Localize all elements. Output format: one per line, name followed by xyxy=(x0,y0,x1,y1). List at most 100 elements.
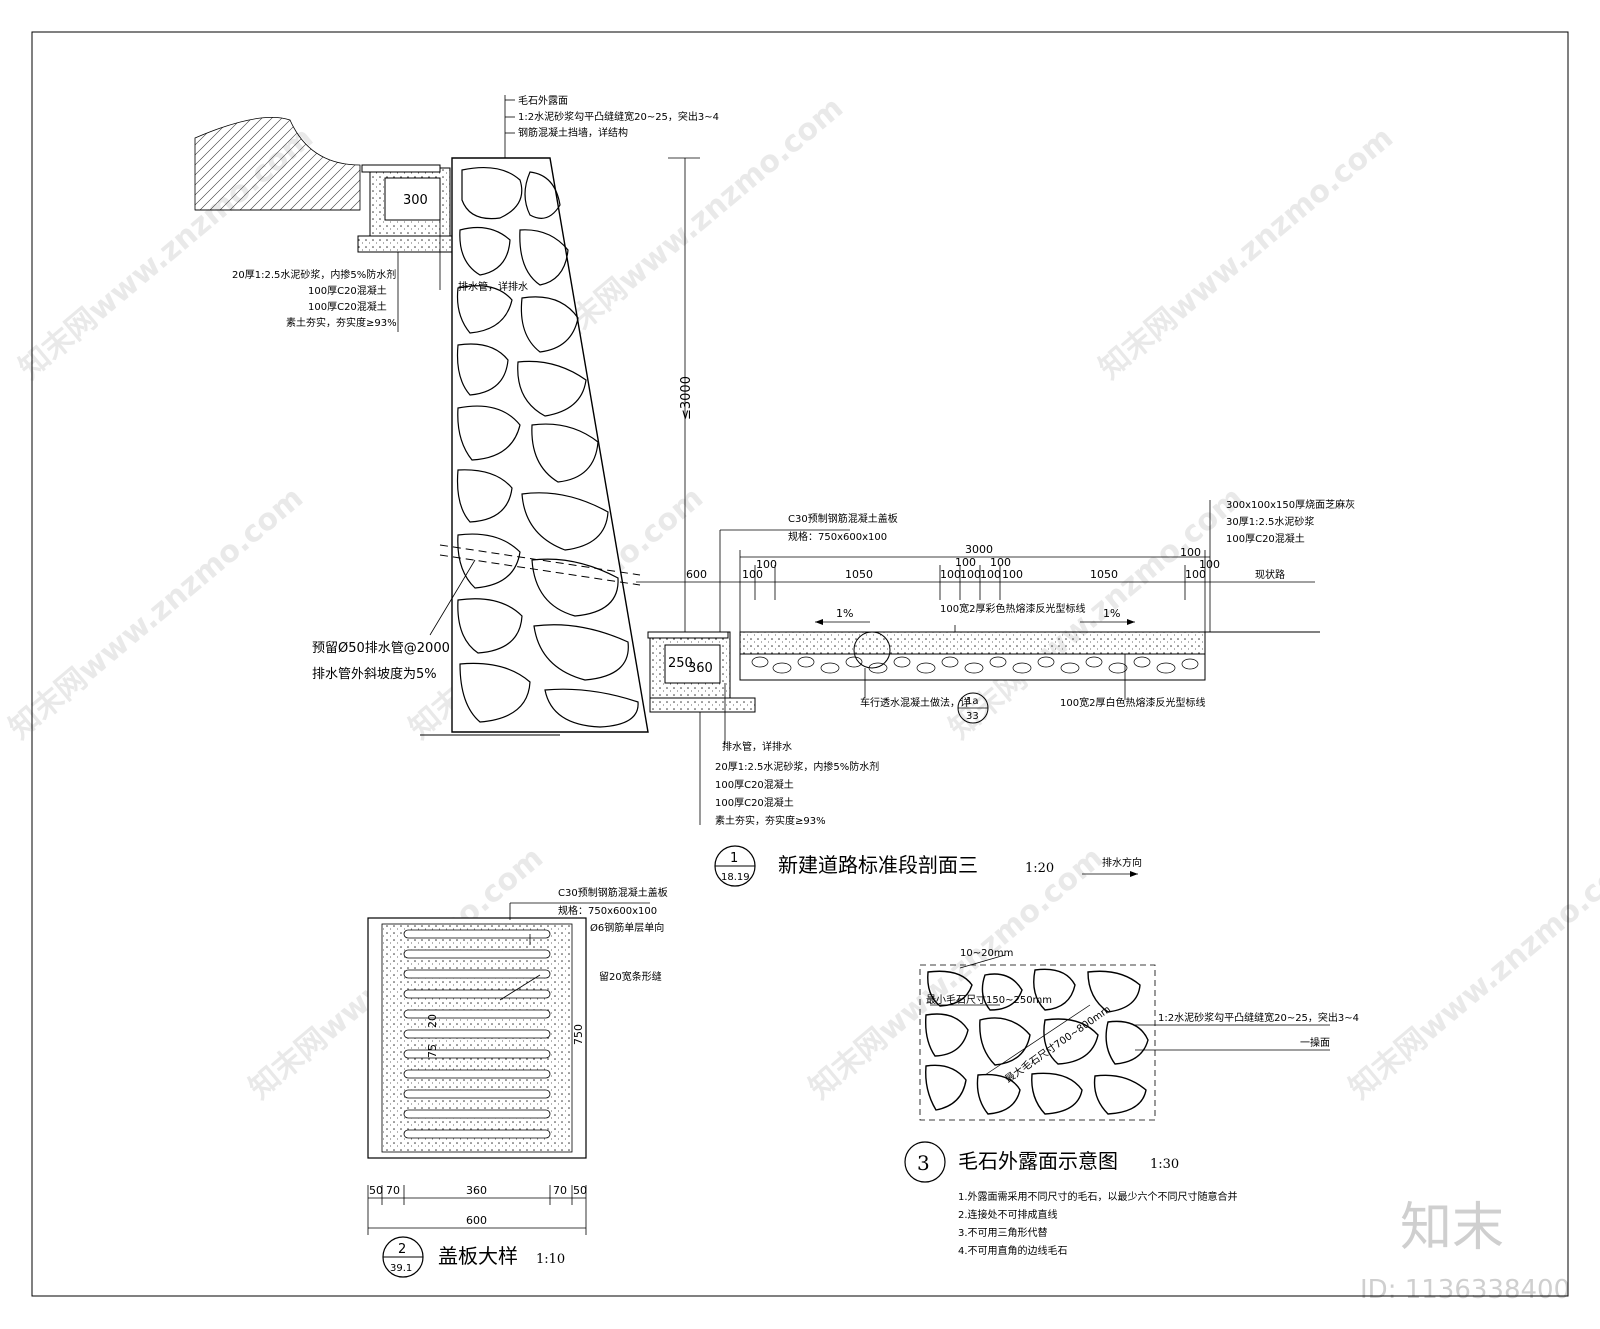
rubble-note-4: 4.不可用直角的边线毛石 xyxy=(958,1244,1068,1257)
left-layer-3: 100厚C20混凝土 xyxy=(308,300,387,313)
right-note-1: 300x100x150厚烧面芝麻灰 xyxy=(1226,498,1355,511)
cover-note-2: 规格：750x600x100 xyxy=(788,530,887,543)
section-1-number: 1 xyxy=(730,851,738,866)
slope-right: 1% xyxy=(1103,607,1120,620)
bottom-pipe-note: 排水管，详排水 xyxy=(722,740,792,753)
section-3-number: 3 xyxy=(917,1151,930,1175)
plate-dim-bottom-3: 360 xyxy=(466,1184,487,1197)
dim-upper-3: 100 xyxy=(990,556,1011,569)
section-2-title: 2 39.1 盖板大样 1:10 xyxy=(382,1236,565,1278)
drain-pipe-note-1: 预留Ø50排水管@2000 xyxy=(312,641,450,656)
drain-direction-label: 排水方向 xyxy=(1102,856,1142,869)
bottom-layer-4: 素土夯实，夯实度≥93% xyxy=(715,814,826,827)
pavement-note: 车行透水混凝土做法，详 xyxy=(860,696,970,709)
left-pipe-note: 排水管，详排水 xyxy=(458,280,528,293)
bottom-layer-1: 20厚1:2.5水泥砂浆，内掺5%防水剂 xyxy=(715,760,879,773)
drain-pipe-note-2: 排水管外斜坡度为5% xyxy=(312,666,437,682)
dim-row-4: 100 xyxy=(960,568,981,581)
image-id-text: ID: 1136338400 xyxy=(1360,1275,1570,1305)
rubble-joint-dim: 10~20mm xyxy=(960,948,1013,959)
dim-row-3: 100 xyxy=(940,568,961,581)
slope-left: 1% xyxy=(836,607,853,620)
dim-row-7: 1050 xyxy=(1090,568,1118,581)
detail-ref-top: 1a xyxy=(966,696,979,707)
rubble-stone-wall xyxy=(420,157,649,736)
height-dim-label: ≤3000 xyxy=(679,376,694,420)
drain-pipe-notes: 预留Ø50排水管@2000 排水管外斜坡度为5% xyxy=(312,559,476,682)
plate-note-2: 规格：750x600x100 xyxy=(558,904,657,917)
right-note-3: 100厚C20混凝土 xyxy=(1226,532,1305,545)
rubble-note-1: 1.外露面需采用不同尺寸的毛石，以最少六个不同尺寸随意合并 xyxy=(958,1190,1238,1203)
plate-dim-bottom-2: 70 xyxy=(386,1184,400,1197)
left-gutter: 300 xyxy=(357,164,454,253)
dim-row-1: 100 xyxy=(742,568,763,581)
section-2-number: 2 xyxy=(398,1242,406,1257)
wall-note-3: 钢筋混凝土挡墙，详结构 xyxy=(518,126,628,139)
brand-logo-text: 知末 xyxy=(1400,1198,1504,1258)
section-2-scale: 1:10 xyxy=(536,1252,565,1267)
rubble-max-dim: 最大毛石尺寸700~800mm xyxy=(1002,1003,1113,1086)
right-note-2: 30厚1:2.5水泥砂浆 xyxy=(1226,515,1314,528)
detail-callout-circle xyxy=(853,631,891,669)
wall-note-2: 1:2水泥砂浆勾平凸缝缝宽20~25，突出3~4 xyxy=(518,110,719,123)
left-gutter-width: 300 xyxy=(403,193,428,208)
gutter-width-label: 360 xyxy=(688,661,713,676)
rubble-mortar-note: 1:2水泥砂浆勾平凸缝缝宽20~25，突出3~4 xyxy=(1158,1011,1359,1024)
detail-ref-bottom: 33 xyxy=(966,711,979,722)
gutter-depth-label: 250 xyxy=(668,656,693,671)
left-layer-2: 100厚C20混凝土 xyxy=(308,284,387,297)
left-layer-notes: 20厚1:2.5水泥砂浆，内掺5%防水剂 100厚C20混凝土 100厚C20混… xyxy=(232,220,528,332)
hillside-soil xyxy=(194,116,361,211)
dim-row-5: 100 xyxy=(980,568,1001,581)
bottom-layer-notes: 排水管，详排水 20厚1:2.5水泥砂浆，内掺5%防水剂 100厚C20混凝土 … xyxy=(699,683,879,827)
dim-upper-4: 100 xyxy=(1180,546,1201,559)
plate-note-1: C30预制钢筋混凝土盖板 xyxy=(558,886,668,899)
dim-row-2: 1050 xyxy=(845,568,873,581)
plate-dim-bottom-5: 50 xyxy=(573,1184,587,1197)
watermark-text: 知末网www.znzmo.com xyxy=(3,480,310,746)
left-layer-1: 20厚1:2.5水泥砂浆，内掺5%防水剂 xyxy=(232,268,396,281)
sheet-border xyxy=(31,31,1569,1297)
cover-slab-note: C30预制钢筋混凝土盖板 规格：750x600x100 xyxy=(719,512,898,632)
rubble-note-2: 2.连接处不可排成直线 xyxy=(958,1208,1058,1221)
wall-notes: 毛石外露面 1:2水泥砂浆勾平凸缝缝宽20~25，突出3~4 钢筋混凝土挡墙，详… xyxy=(504,95,719,158)
section-3-title: 3 毛石外露面示意图 1:30 xyxy=(904,1141,1179,1183)
rubble-min-dim: 最小毛石尺寸150~250mm xyxy=(926,993,1052,1006)
plate-height-dim: 750 xyxy=(572,1024,585,1045)
plate-dim-bottom-4: 70 xyxy=(553,1184,567,1197)
plate-note-4: 留20宽条形缝 xyxy=(599,970,662,983)
bottom-layer-2: 100厚C20混凝土 xyxy=(715,778,794,791)
rubble-face-note: 一操面 xyxy=(1300,1036,1330,1049)
section-1-title: 1 18.19 新建道路标准段剖面三 1:20 排水方向 xyxy=(714,845,1142,887)
road-markings: 1% 1% 100宽2厚彩色热熔漆反光型标线 100宽2厚白色热熔漆反光型标线 … xyxy=(815,602,1205,724)
section-3-title-text: 毛石外露面示意图 xyxy=(958,1149,1118,1173)
watermark-text: 知末网www.znzmo.com xyxy=(1343,840,1600,1106)
dim-row-9: 100 xyxy=(1199,558,1220,571)
plate-dim-bottom-1: 50 xyxy=(369,1184,383,1197)
section-1-road-profile: 300 xyxy=(194,95,1355,887)
plate-dim-total: 600 xyxy=(466,1214,487,1227)
bottom-layer-3: 100厚C20混凝土 xyxy=(715,796,794,809)
section-3-rubble-face: 10~20mm 最小毛石尺寸150~250mm 最大毛石尺寸700~800mm … xyxy=(904,948,1359,1257)
road-structure: 250 360 xyxy=(647,631,1320,713)
section-3-scale: 1:30 xyxy=(1150,1157,1179,1172)
section-1-title-text: 新建道路标准段剖面三 xyxy=(778,853,978,877)
wall-note-1: 毛石外露面 xyxy=(518,95,568,107)
dim-upper-2: 100 xyxy=(955,556,976,569)
right-surface-notes: 300x100x150厚烧面芝麻灰 30厚1:2.5水泥砂浆 100厚C20混凝… xyxy=(1209,498,1355,632)
plate-dim-20: 20 xyxy=(426,1014,439,1028)
section-1-ref: 18.19 xyxy=(721,872,750,883)
road-dimensions: 3000 600 100 1050 100 100 100 100 1050 1… xyxy=(636,543,1315,632)
existing-road-label: 现状路 xyxy=(1255,568,1285,581)
dim-row-6: 100 xyxy=(1002,568,1023,581)
rubble-note-3: 3.不可用三角形代替 xyxy=(958,1226,1048,1239)
dim-600: 600 xyxy=(686,568,707,581)
section-2-ref: 39.1 xyxy=(390,1263,412,1274)
plate-dim-75: 75 xyxy=(426,1044,439,1058)
marking-white-label: 100宽2厚白色热熔漆反光型标线 xyxy=(1060,696,1205,709)
left-layer-4: 素土夯实，夯实度≥93% xyxy=(286,316,397,329)
dim-row-8: 100 xyxy=(1185,568,1206,581)
section-2-cover-plate: 750 20 75 C30预制钢筋混凝土盖板 规格：750x600x100 Ø6… xyxy=(367,886,668,1278)
plate-note-3: Ø6钢筋单层单向 xyxy=(590,921,664,934)
